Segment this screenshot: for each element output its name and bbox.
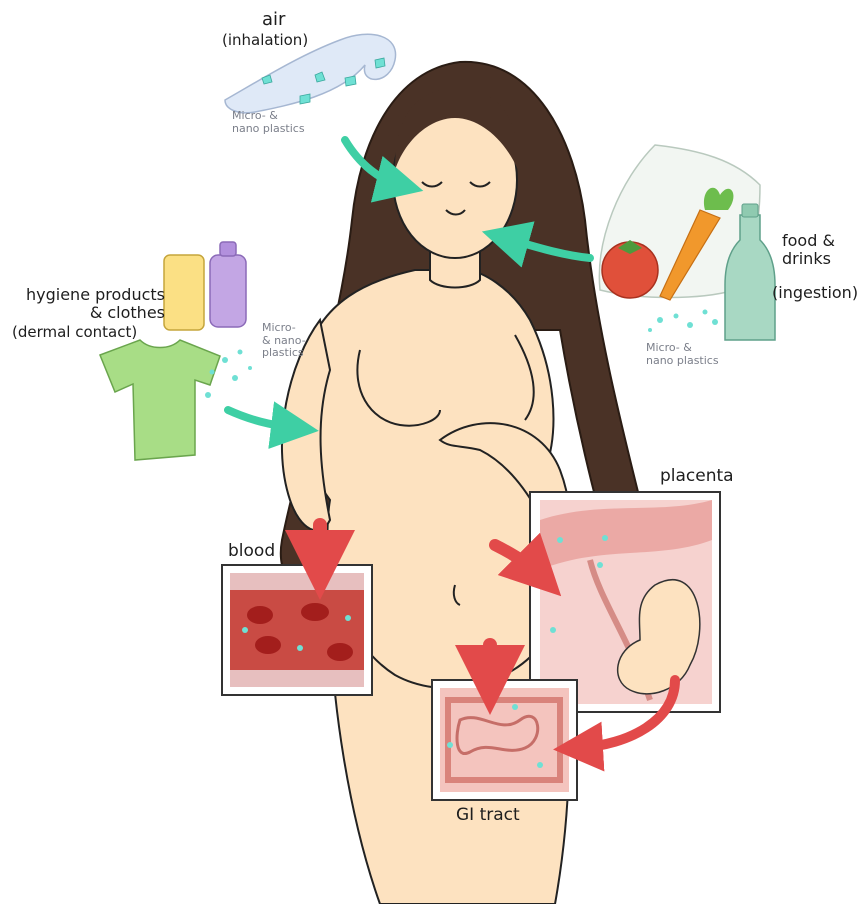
air-subtitle: (inhalation) <box>222 32 308 49</box>
gi-label: GI tract <box>456 806 520 826</box>
hygiene-title: hygiene products & clothes <box>26 286 165 323</box>
blood-label: blood <box>228 542 275 562</box>
yellow-bottle <box>164 255 204 330</box>
placenta-label: placenta <box>660 467 734 487</box>
food-title: food & drinks <box>782 232 835 269</box>
gi-panel <box>432 680 577 800</box>
food-particles <box>648 310 718 333</box>
purple-bottle-cap <box>220 242 236 256</box>
air-title: air <box>262 10 285 31</box>
hygiene-subtitle: (dermal contact) <box>12 324 137 341</box>
bottle-cap <box>742 204 758 217</box>
food-particles-label: Micro- & nano plastics <box>646 342 719 367</box>
hygiene-particles-label: Micro- & nano- plastics <box>262 322 306 360</box>
food-subtitle: (ingestion) <box>772 284 858 302</box>
tshirt <box>100 340 220 460</box>
purple-bottle <box>210 255 246 327</box>
air-particles-label: Micro- & nano plastics <box>232 110 305 135</box>
blood-panel <box>222 565 372 695</box>
